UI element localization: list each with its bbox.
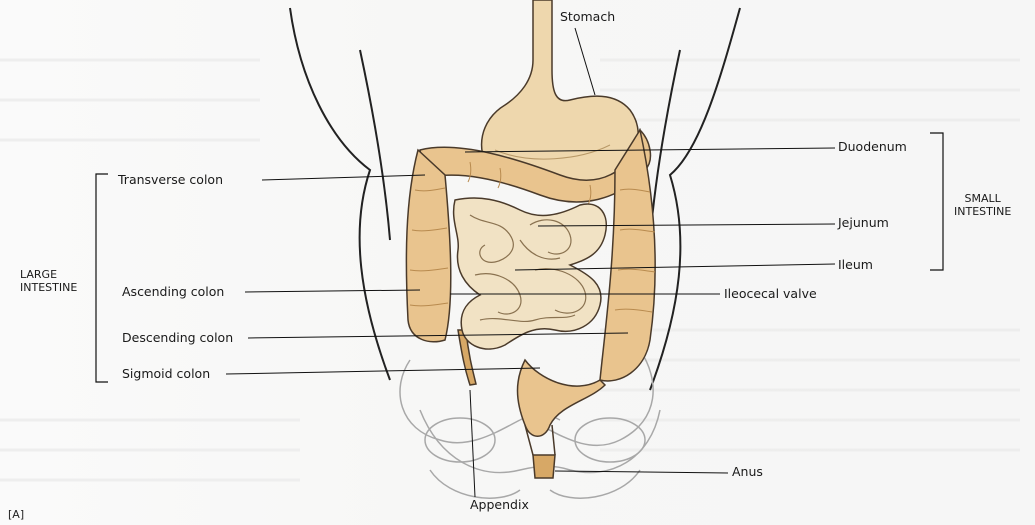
label-ascending-colon: Ascending colon	[122, 285, 224, 299]
label-ileocecal-valve: Ileocecal valve	[724, 287, 817, 301]
small-intestine	[454, 198, 607, 349]
small-intestine-line1: SMALL	[954, 192, 1011, 205]
label-ileum: Ileum	[838, 258, 873, 272]
label-jejunum: Jejunum	[838, 216, 889, 230]
group-label-large-intestine: LARGE INTESTINE	[20, 268, 77, 294]
label-transverse-colon: Transverse colon	[118, 173, 223, 187]
large-intestine-bracket	[96, 174, 108, 382]
large-intestine-line1: LARGE	[20, 268, 77, 281]
label-duodenum: Duodenum	[838, 140, 907, 154]
label-appendix: Appendix	[470, 498, 529, 512]
figure-tag: [A]	[8, 508, 24, 521]
group-label-small-intestine: SMALL INTESTINE	[954, 192, 1011, 218]
label-anus: Anus	[732, 465, 763, 479]
label-stomach: Stomach	[560, 10, 615, 24]
label-descending-colon: Descending colon	[122, 331, 233, 345]
small-intestine-line2: INTESTINE	[954, 205, 1011, 218]
small-intestine-bracket	[930, 133, 943, 270]
label-sigmoid-colon: Sigmoid colon	[122, 367, 210, 381]
large-intestine-line2: INTESTINE	[20, 281, 77, 294]
